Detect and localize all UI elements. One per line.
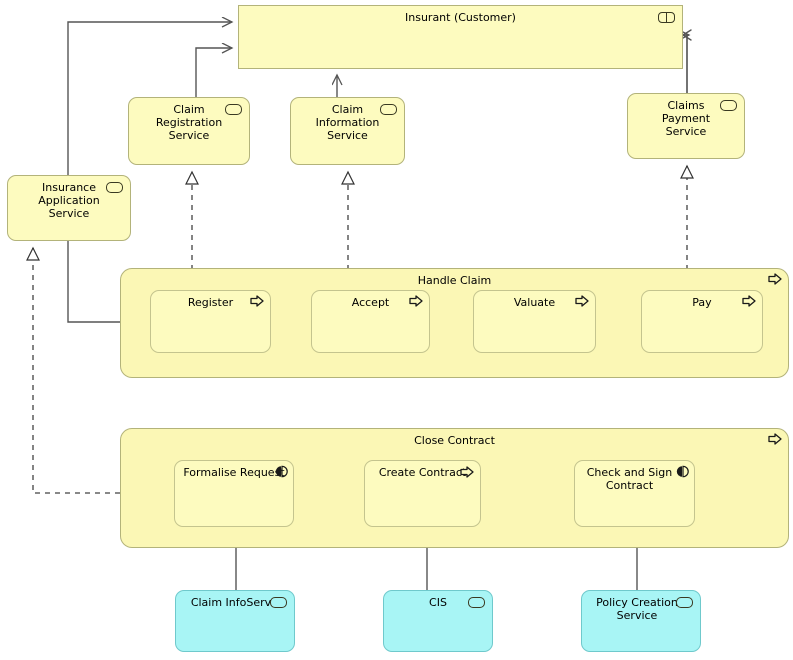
application-service-icon bbox=[468, 597, 485, 608]
business-role-icon bbox=[658, 12, 675, 23]
business-process-icon bbox=[460, 466, 474, 478]
node-insurance-application-service[interactable]: Insurance Application Service bbox=[7, 175, 131, 241]
business-service-icon bbox=[106, 182, 123, 193]
business-interaction-icon bbox=[676, 465, 689, 478]
node-insurant-label: Insurant (Customer) bbox=[405, 11, 516, 24]
node-insurance-application-service-label: Insurance Application Service bbox=[38, 181, 100, 220]
node-claim-information-service[interactable]: Claim Information Service bbox=[290, 97, 405, 165]
node-claim-information-service-label: Claim Information Service bbox=[315, 103, 380, 142]
business-process-icon bbox=[575, 295, 589, 307]
business-service-icon bbox=[380, 104, 397, 115]
node-cis-label: CIS bbox=[429, 596, 447, 609]
node-policy-creation-service-label: Policy Creation Service bbox=[596, 596, 678, 622]
node-check-and-sign-contract-label: Check and Sign Contract bbox=[586, 466, 673, 492]
node-accept[interactable]: Accept bbox=[311, 290, 430, 353]
business-process-icon bbox=[742, 295, 756, 307]
node-accept-label: Accept bbox=[351, 296, 390, 309]
node-pay[interactable]: Pay bbox=[641, 290, 763, 353]
rel-claims-pay-serving-insurant bbox=[687, 35, 689, 93]
business-service-icon bbox=[225, 104, 242, 115]
node-claim-registration-service-label: Claim Registration Service bbox=[155, 103, 223, 142]
business-process-icon bbox=[768, 433, 782, 445]
node-claim-registration-service[interactable]: Claim Registration Service bbox=[128, 97, 250, 165]
node-create-contract[interactable]: Create Contract bbox=[364, 460, 481, 527]
node-handle-claim-label: Handle Claim bbox=[417, 274, 492, 287]
node-register[interactable]: Register bbox=[150, 290, 271, 353]
business-interaction-icon bbox=[275, 465, 288, 478]
application-service-icon bbox=[676, 597, 693, 608]
node-valuate-label: Valuate bbox=[513, 296, 556, 309]
business-service-icon bbox=[720, 100, 737, 111]
application-service-icon bbox=[270, 597, 287, 608]
node-check-and-sign-contract[interactable]: Check and Sign Contract bbox=[574, 460, 695, 527]
node-insurant[interactable]: Insurant (Customer) bbox=[238, 5, 683, 69]
business-process-icon bbox=[409, 295, 423, 307]
node-valuate[interactable]: Valuate bbox=[473, 290, 596, 353]
business-process-icon bbox=[768, 273, 782, 285]
node-claims-payment-service[interactable]: Claims Payment Service bbox=[627, 93, 745, 159]
node-create-contract-label: Create Contract bbox=[378, 466, 467, 479]
rel-close-contract-realizes-ins-app bbox=[26, 246, 120, 494]
node-cis[interactable]: CIS bbox=[383, 590, 493, 652]
node-register-label: Register bbox=[187, 296, 234, 309]
node-formalise-request[interactable]: Formalise Request bbox=[174, 460, 294, 527]
node-policy-creation-service[interactable]: Policy Creation Service bbox=[581, 590, 701, 652]
rel-claim-reg-serving-insurant bbox=[195, 48, 232, 97]
node-formalise-request-label: Formalise Request bbox=[183, 466, 285, 479]
node-claims-payment-service-label: Claims Payment Service bbox=[661, 99, 711, 138]
node-claim-infoserv-label: Claim InfoServ bbox=[190, 596, 272, 609]
node-claim-infoserv[interactable]: Claim InfoServ bbox=[175, 590, 295, 652]
node-close-contract-label: Close Contract bbox=[414, 434, 495, 447]
node-pay-label: Pay bbox=[692, 296, 712, 309]
business-process-icon bbox=[250, 295, 264, 307]
